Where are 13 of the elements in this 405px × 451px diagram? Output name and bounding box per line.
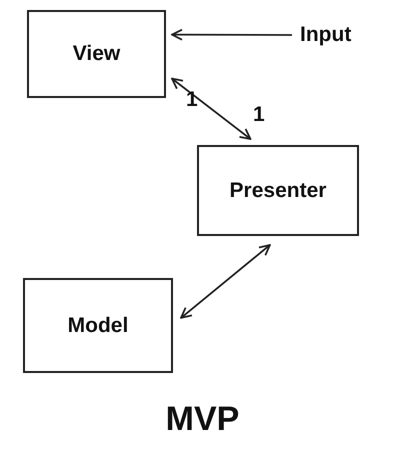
arrow [180,244,271,319]
process-box [23,278,173,373]
process-box [27,10,166,98]
process-box [197,145,359,236]
arrow [171,78,252,140]
caption: MVP [164,400,240,439]
box-label: Model [68,314,128,338]
box-label: Presenter [230,178,326,202]
box-label: View [72,42,120,66]
input-label: Input [300,20,386,50]
arrow [171,28,292,41]
multiplicity-label: 1 [186,88,198,112]
multiplicity-label: 1 [253,103,265,127]
